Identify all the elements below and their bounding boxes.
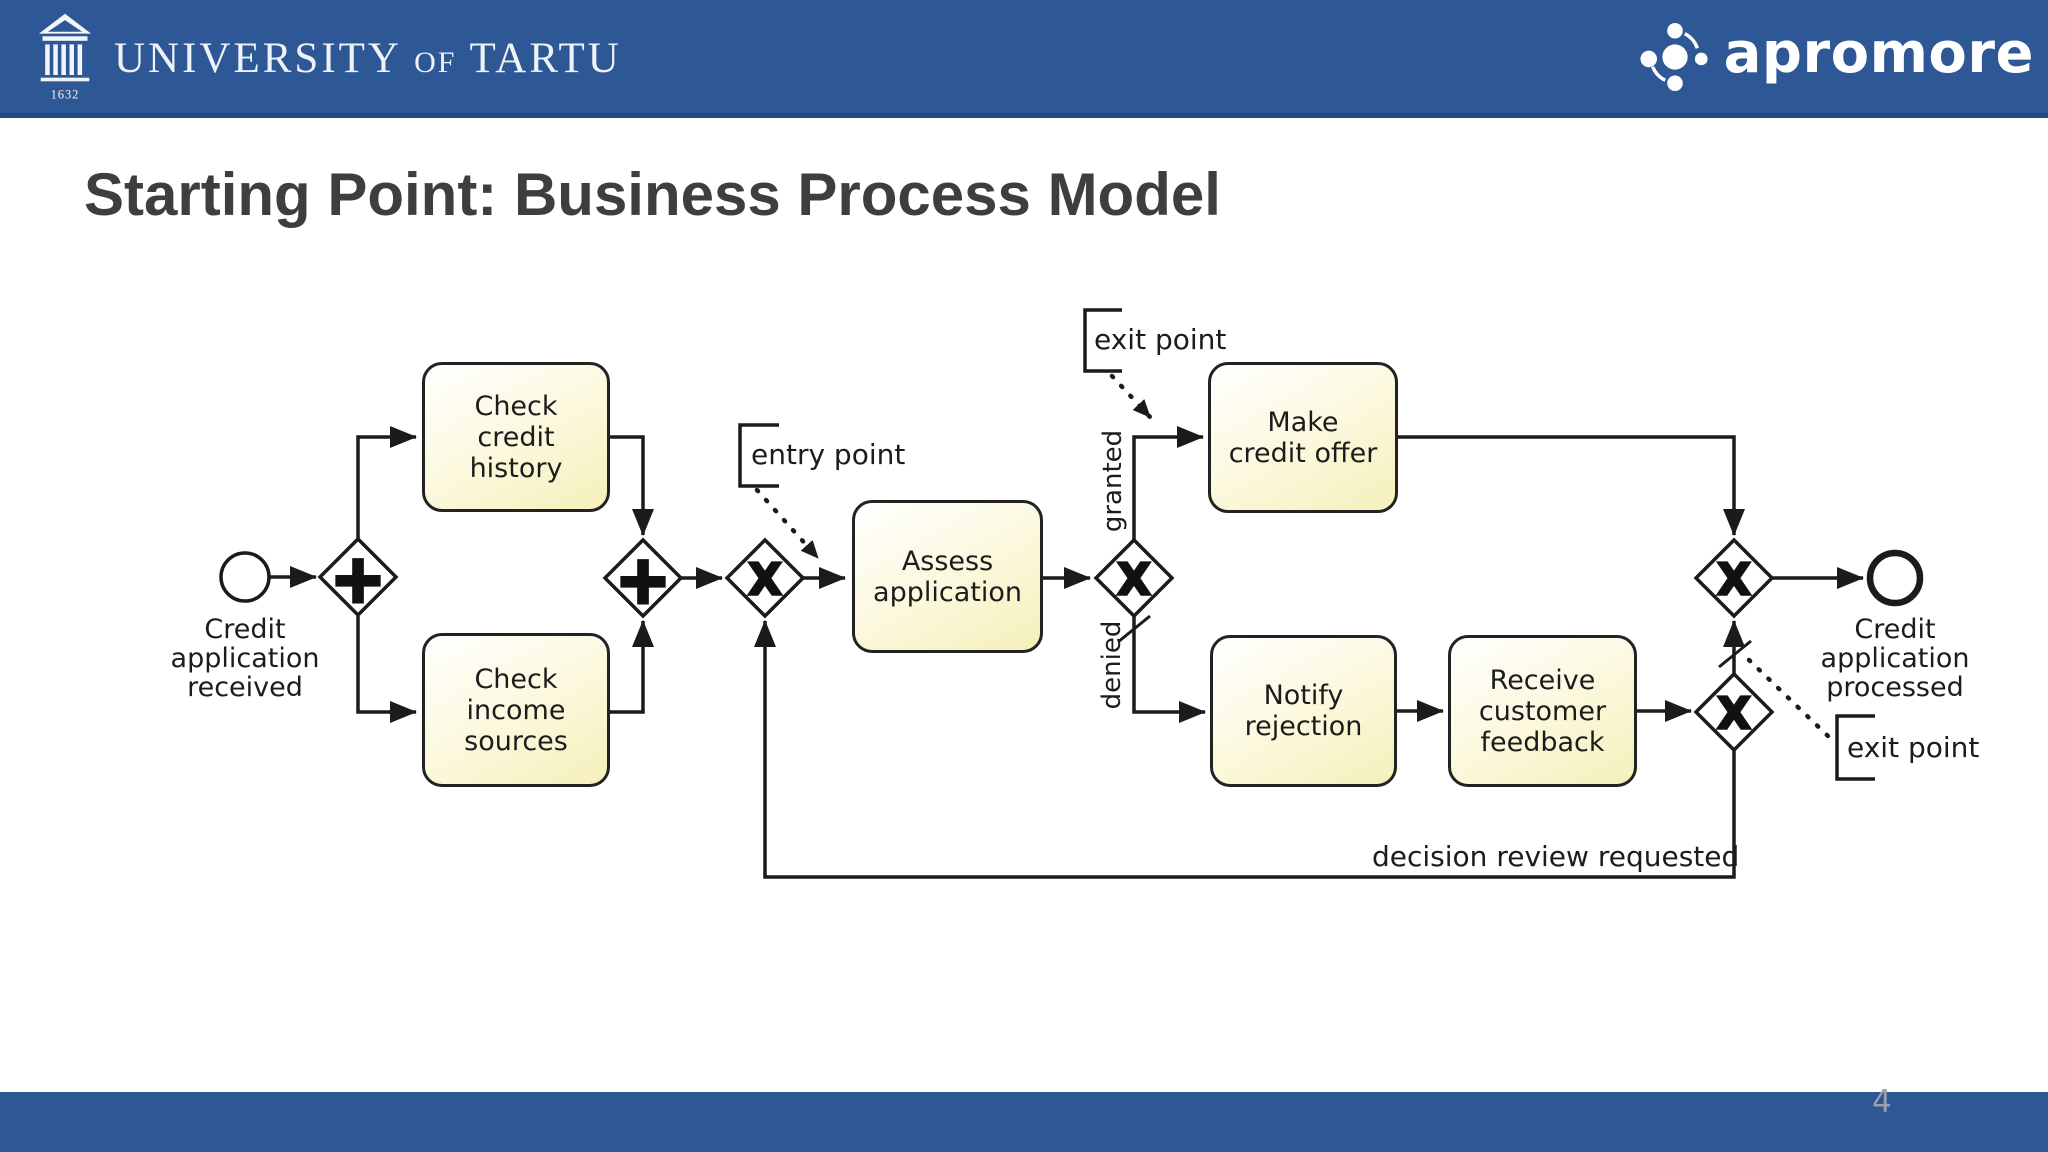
xor-review-split-gateway	[1693, 671, 1775, 753]
default-flow-slash-review	[1718, 639, 1752, 669]
exit-point-top-bracket	[1083, 308, 1122, 373]
decision-review-edge-label: decision review requested	[1372, 840, 1740, 873]
flow-granted-to-make-offer	[1132, 426, 1204, 540]
association-exit-point-top	[1109, 373, 1153, 420]
task-assess-application: Assess application	[852, 500, 1043, 653]
flow-denied-to-notify	[1132, 616, 1206, 723]
xor-gateway-symbol: X	[1717, 689, 1751, 740]
parallel-join-gateway	[602, 537, 684, 619]
header-bar: 1632 UNIVERSITY OF TARTU	[0, 0, 2048, 118]
flow-split-to-check-credit	[356, 426, 417, 540]
apromore-logo: apromore	[1640, 21, 2034, 92]
xor-merge-gateway	[724, 537, 806, 619]
task-receive-customer-feedback: Receive customer feedback	[1448, 635, 1637, 787]
granted-edge-label: granted	[1098, 429, 1128, 533]
flow-make-offer-to-final-merge	[1398, 435, 1745, 536]
apromore-icon	[1640, 22, 1708, 91]
start-event-circle	[219, 551, 271, 603]
xor-final-merge-gateway	[1693, 537, 1775, 619]
xor-gateway-symbol: X	[1117, 555, 1151, 606]
task-make-credit-offer: Make credit offer	[1208, 362, 1398, 513]
association-exit-point-bottom	[1746, 657, 1832, 740]
parallel-gateway-symbol: +	[330, 541, 385, 618]
footer-bar	[0, 1092, 2048, 1152]
end-event-circle	[1866, 549, 1924, 607]
page-title: Starting Point: Business Process Model	[84, 161, 1221, 228]
end-event-label: Credit application processed	[1820, 614, 1970, 703]
university-founded-year: 1632	[51, 87, 80, 101]
university-of-tartu-logo: 1632 UNIVERSITY OF TARTU	[38, 11, 622, 103]
xor-gateway-symbol: X	[748, 555, 782, 606]
flow-check-income-to-join	[610, 620, 654, 714]
entry-point-bracket	[738, 423, 779, 488]
default-flow-slash-denied	[1117, 614, 1151, 644]
university-of-word: OF	[414, 46, 457, 79]
parallel-split-gateway	[317, 536, 399, 618]
association-entry-point	[754, 487, 821, 561]
exit-point-bottom-annotation: exit point	[1847, 731, 1980, 764]
flow-check-credit-to-join	[610, 435, 654, 536]
start-event-label: Credit application received	[170, 614, 320, 703]
xor-decision-gateway	[1093, 537, 1175, 619]
task-notify-rejection: Notify rejection	[1210, 635, 1397, 787]
xor-gateway-symbol: X	[1717, 555, 1751, 606]
exit-point-bottom-bracket	[1835, 714, 1875, 781]
page-number: 4	[1872, 1084, 1892, 1120]
entry-point-annotation: entry point	[751, 438, 906, 471]
apromore-wordmark: apromore	[1723, 21, 2034, 86]
exit-point-top-annotation: exit point	[1094, 323, 1227, 356]
university-name: UNIVERSITY OF TARTU	[114, 34, 622, 83]
flow-split-to-check-income	[356, 616, 417, 723]
task-check-credit-history: Check credit history	[422, 362, 610, 512]
flow-decision-review-loop	[754, 620, 1736, 879]
university-building-icon: 1632	[38, 13, 92, 101]
university-word: UNIVERSITY	[114, 35, 401, 82]
university-place-word: TARTU	[469, 35, 622, 82]
denied-edge-label: denied	[1097, 620, 1127, 710]
task-check-income-sources: Check income sources	[422, 633, 610, 787]
parallel-gateway-symbol: +	[615, 542, 670, 619]
